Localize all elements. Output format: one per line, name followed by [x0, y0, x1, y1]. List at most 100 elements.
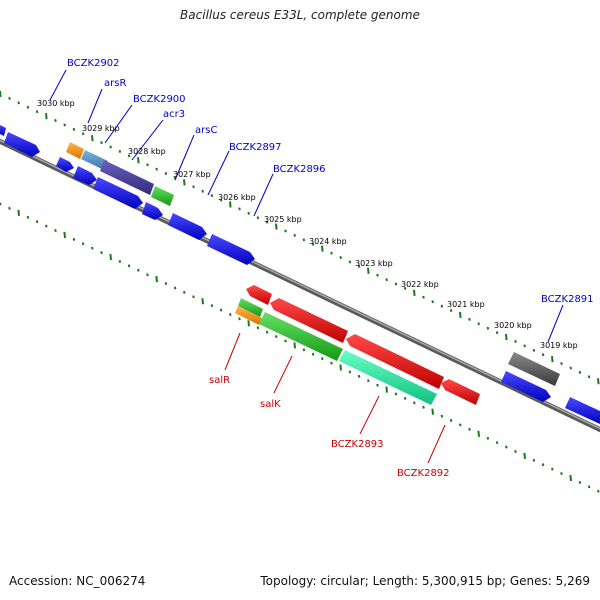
genome-title: Bacillus cereus E33L, complete genome [180, 8, 420, 22]
tick-mark [367, 379, 370, 383]
tick-mark [431, 408, 434, 415]
tick-mark [164, 172, 168, 176]
tick-mark [348, 260, 352, 264]
tick-mark [551, 356, 554, 363]
gene-block[interactable] [168, 213, 207, 240]
gene-block[interactable] [151, 186, 174, 206]
tick-mark [532, 348, 536, 352]
gene-block[interactable] [56, 157, 74, 172]
gene-block[interactable] [142, 202, 163, 220]
gene-label-salk[interactable]: salK [260, 399, 281, 410]
kbp-label: 3029 kbp [82, 124, 120, 133]
tick-mark [578, 480, 582, 484]
tick-mark [541, 353, 545, 357]
tick-mark [35, 110, 39, 114]
kbp-label: 3025 kbp [264, 215, 302, 224]
tick-mark [109, 145, 112, 149]
gene-block[interactable] [0, 124, 6, 136]
tick-mark [523, 452, 526, 459]
tick-mark [560, 362, 563, 366]
kbp-tick-labels: 3030 kbp 3029 kbp 3028 kbp 3027 kbp 3026… [37, 99, 578, 350]
gene-block[interactable] [246, 285, 272, 305]
gene-block[interactable] [207, 234, 255, 265]
reverse-gene-labels: salR salK BCZK2893 BCZK2892 [209, 375, 450, 479]
gene-label-bczk2891[interactable]: BCZK2891 [541, 294, 594, 305]
tick-mark [560, 472, 563, 476]
tick-mark [385, 386, 388, 393]
gene-label-bczk2896[interactable]: BCZK2896 [273, 164, 326, 175]
tick-mark [357, 264, 361, 268]
tick-mark [477, 430, 480, 437]
gene-block[interactable] [238, 298, 263, 317]
gene-block[interactable] [339, 350, 437, 405]
gene-block[interactable] [93, 177, 143, 209]
tick-mark [486, 326, 490, 330]
tick-mark [210, 304, 214, 308]
tick-mark [367, 267, 370, 274]
gene-label-acr3[interactable]: acr3 [163, 109, 185, 120]
tick-mark [422, 405, 425, 409]
tick-mark [45, 112, 48, 120]
tick-mark [357, 374, 361, 378]
tick-mark [302, 238, 306, 242]
gene-label-arsr[interactable]: arsR [104, 78, 126, 89]
gene-label-bczk2892[interactable]: BCZK2892 [397, 468, 450, 479]
kbp-label: 3030 kbp [37, 99, 75, 108]
tick-mark [54, 229, 57, 232]
tick-mark [192, 185, 195, 189]
gene-block[interactable] [66, 142, 84, 159]
gene-block[interactable] [508, 352, 560, 386]
gene-block[interactable] [565, 397, 600, 424]
gene-block[interactable] [73, 166, 97, 185]
tick-mark [321, 357, 324, 361]
tick-mark [459, 423, 462, 427]
gene-block[interactable] [346, 334, 444, 389]
tick-mark [532, 458, 536, 462]
tick-mark [100, 251, 103, 255]
tick-mark [578, 370, 582, 374]
tick-mark [275, 335, 278, 339]
kbp-label: 3022 kbp [401, 280, 439, 289]
tick-mark [449, 309, 453, 313]
tick-mark [514, 449, 517, 453]
gene-label-bczk2900[interactable]: BCZK2900 [133, 94, 186, 105]
gene-label-bczk2902[interactable]: BCZK2902 [67, 58, 120, 69]
gene-block[interactable] [235, 306, 262, 325]
tick-mark [26, 105, 30, 109]
tick-mark [0, 90, 2, 98]
tick-mark [413, 289, 416, 296]
gene-block[interactable] [4, 132, 40, 157]
gene-block[interactable] [100, 160, 154, 195]
tick-mark [403, 396, 407, 400]
forward-gene-labels: BCZK2902 arsR BCZK2900 acr3 arsC BCZK289… [67, 58, 594, 305]
tick-mark [422, 295, 425, 299]
kbp-label: 3023 kbp [355, 259, 393, 268]
gene-label-bczk2897[interactable]: BCZK2897 [229, 142, 282, 153]
tick-mark [376, 383, 379, 387]
gene-block[interactable] [259, 312, 343, 361]
tick-mark [238, 317, 241, 321]
tick-mark [118, 259, 122, 263]
tick-mark [229, 312, 232, 316]
tick-mark [137, 268, 140, 272]
tick-mark [127, 264, 131, 268]
kbp-label: 3027 kbp [173, 170, 211, 179]
tick-mark [440, 304, 444, 308]
gene-block[interactable] [501, 371, 551, 402]
tick-mark [597, 489, 600, 493]
tick-mark [468, 427, 471, 431]
gene-block[interactable] [81, 150, 108, 170]
tick-mark [63, 123, 66, 127]
gene-block[interactable] [441, 379, 480, 405]
gene-block[interactable] [270, 298, 348, 343]
tick-mark [164, 282, 168, 286]
gene-label-bczk2893[interactable]: BCZK2893 [331, 439, 384, 450]
tick-mark [569, 366, 572, 370]
gene-label-arsc[interactable]: arsC [195, 125, 217, 136]
tick-mark [293, 233, 296, 237]
gene-label-salr[interactable]: salR [209, 375, 230, 386]
tick-mark [256, 216, 260, 220]
tick-mark [247, 211, 250, 215]
tick-mark [17, 209, 20, 216]
tick-tracks [0, 90, 600, 493]
